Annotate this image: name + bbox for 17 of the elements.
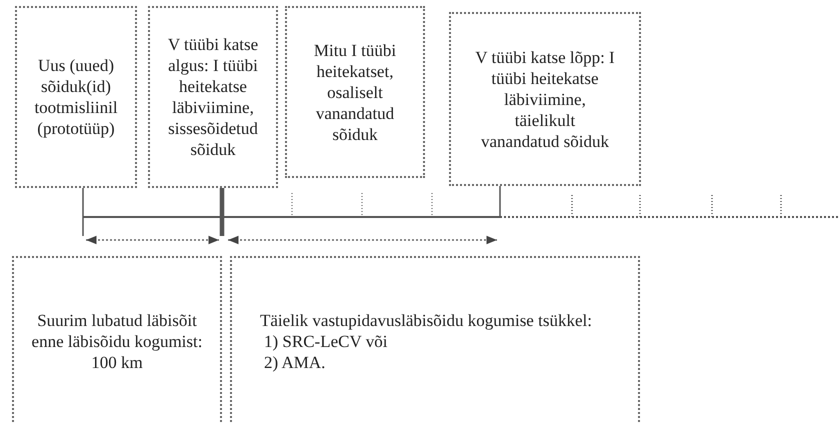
- text-box: [148, 6, 278, 188]
- box-text: Täielik vastupidavusläbisõidu kogumise tsükkel:: [260, 310, 592, 330]
- leader-line: [499, 186, 501, 217]
- box-text: Mitu I tüübi heitekatset, osaliselt vanandatud sõiduk: [312, 40, 398, 144]
- text-box: [449, 12, 641, 186]
- leader-line: [82, 188, 84, 236]
- text-box: [12, 256, 222, 423]
- box-text: Suurim lubatud läbisõit enne läbisõidu kogumist: 100 km: [30, 310, 204, 372]
- box-text: Uus (uued) sõiduk(id) tootmisliinil (prototüüp): [33, 55, 119, 139]
- text-box: [15, 6, 137, 188]
- box-text: V tüübi katse algus: I tüübi heitekatse läbiviimine, sissesõidetud sõiduk: [166, 34, 260, 160]
- leader-line: [220, 188, 224, 236]
- list-item: 1) SRC-LeCV või: [264, 330, 388, 352]
- text-box: [230, 256, 640, 423]
- text-box: [285, 6, 425, 178]
- list-item: 2) AMA.: [264, 352, 326, 372]
- box-text: V tüübi katse lõpp: I tüübi heitekatse läbiviimine, täielikult vanandatud sõiduk: [475, 46, 615, 152]
